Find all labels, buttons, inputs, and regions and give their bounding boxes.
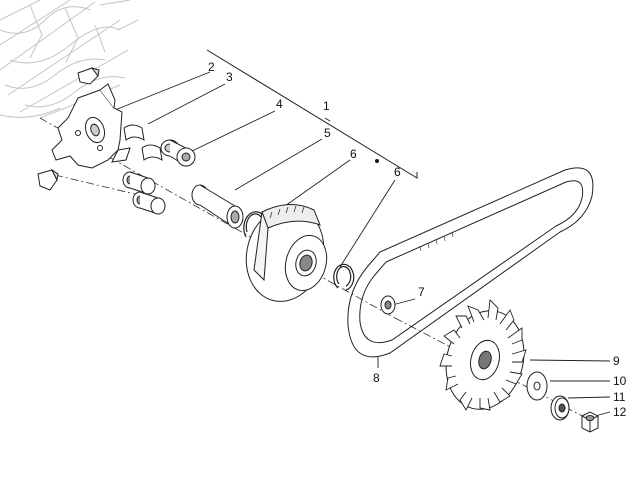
- slider-shoes: [123, 124, 163, 161]
- circlip-right: [333, 263, 355, 291]
- callout-8: 8: [373, 371, 380, 385]
- crankcase-background-outline: [0, 0, 139, 119]
- flat-washer: [526, 371, 548, 401]
- callout-labels: 2 3 4 1 5 6 6 7 8 9 10 11 12: [208, 60, 627, 419]
- callout-1: 1: [323, 99, 330, 113]
- movable-drive-pulley: [245, 204, 328, 302]
- callout-3: 3: [226, 70, 233, 84]
- drive-belt: [347, 167, 594, 358]
- callout-6b: 6: [394, 165, 401, 179]
- fan-drive-pulley: [439, 299, 527, 411]
- leader-dot: [375, 159, 379, 163]
- spacer-washer: [380, 295, 396, 315]
- roller-bushings: [160, 139, 196, 167]
- leader-lines: [109, 71, 611, 417]
- callout-6a: 6: [350, 147, 357, 161]
- hex-nut: [581, 411, 599, 433]
- callout-11: 11: [613, 390, 626, 404]
- callout-10: 10: [613, 374, 627, 388]
- variator-rollers: [122, 171, 166, 215]
- callout-9: 9: [613, 354, 620, 368]
- belleville-washer: [550, 395, 570, 421]
- callout-2: 2: [208, 60, 215, 74]
- callout-5: 5: [324, 126, 331, 140]
- ramp-plate: [51, 83, 131, 169]
- ramp-plate-clip: [37, 67, 100, 191]
- group-1-bracket: [206, 49, 418, 179]
- callout-12: 12: [613, 405, 627, 419]
- callout-4: 4: [276, 97, 283, 111]
- callout-7: 7: [418, 285, 425, 299]
- variator-sleeve: [191, 184, 244, 229]
